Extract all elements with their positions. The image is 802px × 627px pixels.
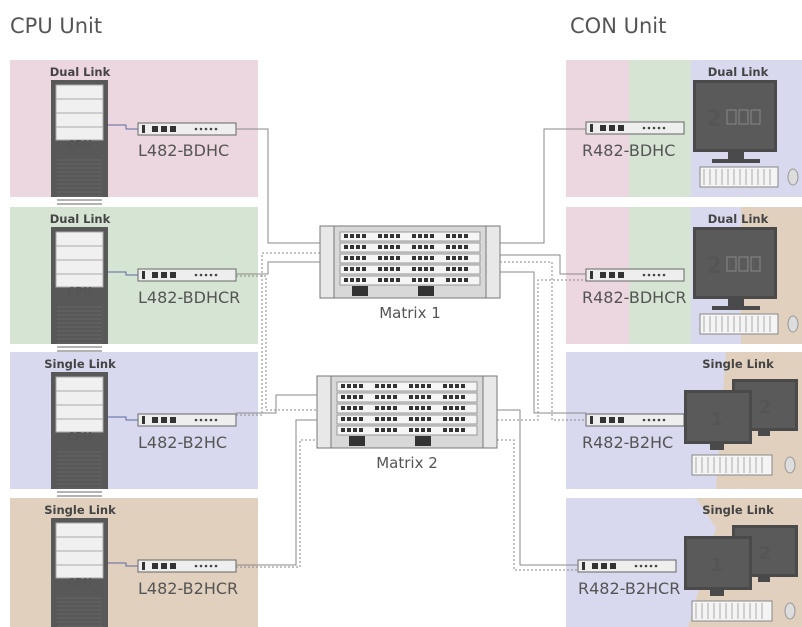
cpu-device-label: L482-B2HC xyxy=(138,433,227,452)
cpu-label: CPU xyxy=(67,285,92,298)
cable xyxy=(236,261,320,275)
cpu-unit-heading: CPU Unit xyxy=(10,14,103,38)
cpu-label: CPU xyxy=(67,138,92,151)
keyboard-icon xyxy=(699,313,779,335)
con-device-label: R482-BDHCR xyxy=(582,288,686,307)
mouse-icon xyxy=(787,168,799,186)
link-type-label: Single Link xyxy=(702,503,774,517)
link-type-label: Dual Link xyxy=(50,212,111,226)
monitor-icon xyxy=(693,80,777,163)
screen-number-2: 2 xyxy=(759,397,772,418)
cpu-device-label: L482-BDHCR xyxy=(138,288,240,307)
link-type-label: Dual Link xyxy=(708,65,769,79)
monitor-icon xyxy=(693,227,777,310)
screen-number-2: 2 xyxy=(759,543,772,564)
link-type-label: Single Link xyxy=(702,357,774,371)
cpu-extender-device xyxy=(137,413,237,427)
cpu-cable xyxy=(108,416,138,421)
cable xyxy=(497,409,578,566)
cpu-extender-device xyxy=(137,122,237,136)
cable-dashed xyxy=(500,261,586,421)
screen-number: 2 xyxy=(706,107,721,132)
cable xyxy=(500,128,586,244)
screen-number: 2 xyxy=(706,254,721,279)
mouse-icon xyxy=(784,456,796,474)
cable-dashed xyxy=(497,279,586,421)
cpu-tower-icon xyxy=(51,518,108,627)
cpu-label: CPU xyxy=(67,430,92,443)
matrix-1 xyxy=(319,225,501,299)
cable xyxy=(500,254,586,275)
cable-dashed xyxy=(497,439,578,571)
cable xyxy=(236,419,317,566)
cpu-extender-device xyxy=(137,268,237,282)
dual-monitor-icon xyxy=(684,525,798,596)
cpu-label: CPU xyxy=(67,576,92,589)
cable xyxy=(236,394,317,414)
cpu-device-label: L482-BDHC xyxy=(138,141,229,160)
cable xyxy=(236,128,320,244)
cable xyxy=(500,271,586,414)
matrix-label: Matrix 1 xyxy=(379,304,441,322)
cpu-device-label: L482-B2HCR xyxy=(138,579,238,598)
cpu-tower-icon xyxy=(51,80,108,213)
cable-lines xyxy=(236,128,586,571)
screen-number-1: 1 xyxy=(711,409,724,430)
link-type-label: Dual Link xyxy=(708,212,769,226)
con-device-label: R482-BDHC xyxy=(582,141,675,160)
con-device-label: R482-B2HCR xyxy=(578,579,680,598)
screen-number-1: 1 xyxy=(711,555,724,576)
cpu-tower-icon xyxy=(51,227,108,360)
link-type-label: Dual Link xyxy=(50,65,111,79)
con-extender-device xyxy=(577,559,677,573)
cpu-cable xyxy=(108,562,138,567)
con-extender-device xyxy=(585,268,685,282)
keyboard-icon xyxy=(691,454,773,476)
link-type-label: Single Link xyxy=(44,503,116,517)
con-unit-heading: CON Unit xyxy=(570,14,667,38)
dual-monitor-icon xyxy=(684,379,798,450)
con-extender-device xyxy=(585,413,685,427)
cpu-cable xyxy=(108,271,138,276)
mouse-icon xyxy=(784,602,796,620)
cpu-cable xyxy=(108,124,138,130)
cable-dashed xyxy=(236,439,317,568)
con-device-label: R482-B2HC xyxy=(582,433,673,452)
cable-dashed xyxy=(236,252,320,416)
link-type-label: Single Link xyxy=(44,357,116,371)
cpu-extender-device xyxy=(137,559,237,573)
keyboard-icon xyxy=(691,600,773,622)
keyboard-icon xyxy=(699,166,779,188)
cpu-tower-icon xyxy=(51,372,108,505)
mouse-icon xyxy=(787,315,799,333)
cable-dashed xyxy=(236,275,317,411)
matrix-2 xyxy=(316,375,498,449)
matrix-label: Matrix 2 xyxy=(376,454,438,472)
con-extender-device xyxy=(585,121,685,135)
